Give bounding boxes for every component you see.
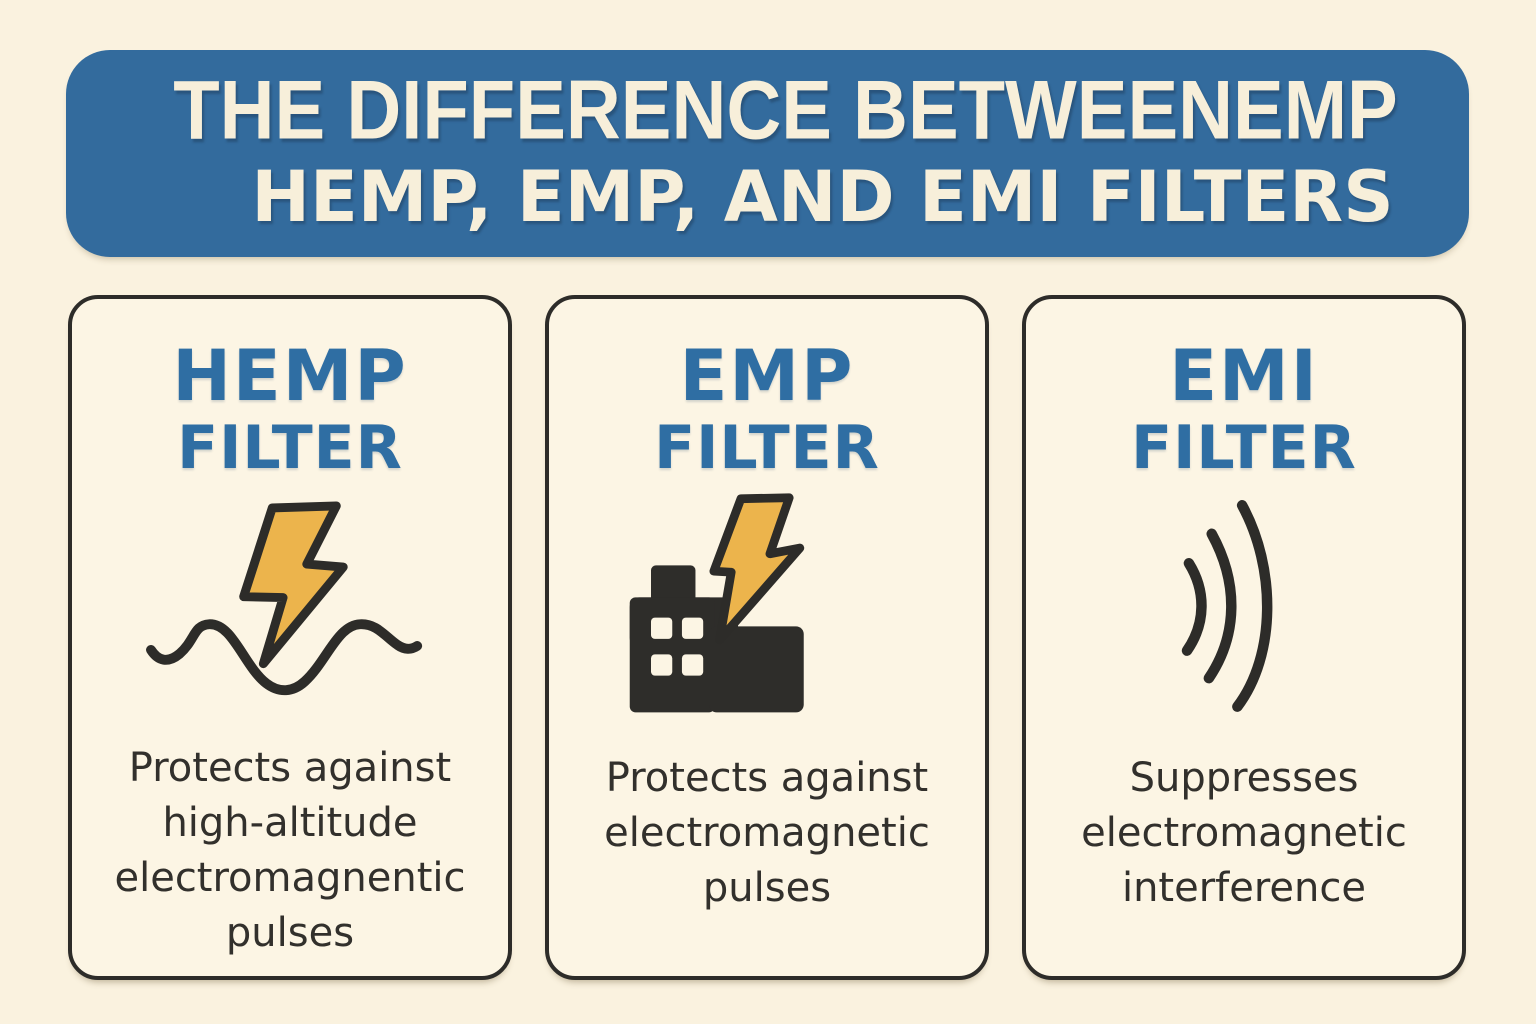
card-description-emp: Protects against electromagnetic pulses (604, 751, 930, 916)
description-line: electromagnetic (1081, 810, 1407, 856)
description-line: Protects against (605, 755, 929, 801)
lightning-bolt-wave-icon (72, 481, 508, 731)
title-line-1: THE DIFFERENCE BETWEENEMP (173, 63, 1398, 157)
header-banner: THE DIFFERENCE BETWEENEMP HEMP, EMP, AND… (66, 50, 1469, 257)
description-line: pulses (702, 865, 832, 911)
card-title-hemp: HEMP (172, 335, 408, 417)
card-emp-filter: EMP FILTER Protects against electromagne (545, 295, 989, 980)
description-line: pulses (225, 910, 355, 956)
card-title-emi: EMI (1169, 335, 1319, 417)
card-emi-filter: EMI FILTER Suppresses electromagnetic in… (1022, 295, 1466, 980)
radio-waves-icon (1026, 481, 1462, 731)
cards-row: HEMP FILTER Protects against high-altitu… (68, 295, 1468, 980)
card-subtitle-emi: FILTER (1131, 413, 1357, 483)
card-subtitle-emp: FILTER (654, 413, 880, 483)
description-line: electromagnetic (604, 810, 930, 856)
building-lightning-icon (549, 481, 985, 731)
card-hemp-filter: HEMP FILTER Protects against high-altitu… (68, 295, 512, 980)
card-subtitle-hemp: FILTER (177, 413, 403, 483)
description-line: Protects against (128, 745, 452, 791)
description-line: electromagnentic (114, 855, 466, 901)
card-title-emp: EMP (679, 335, 855, 417)
description-line: Suppresses (1129, 755, 1359, 801)
card-description-emi: Suppresses electromagnetic interference (1081, 751, 1407, 916)
title-line-2: HEMP, EMP, AND EMI FILTERS (251, 155, 1394, 238)
description-line: high-altitude (162, 800, 418, 846)
description-line: interference (1121, 865, 1366, 911)
card-description-hemp: Protects against high-altitude electroma… (114, 741, 465, 961)
